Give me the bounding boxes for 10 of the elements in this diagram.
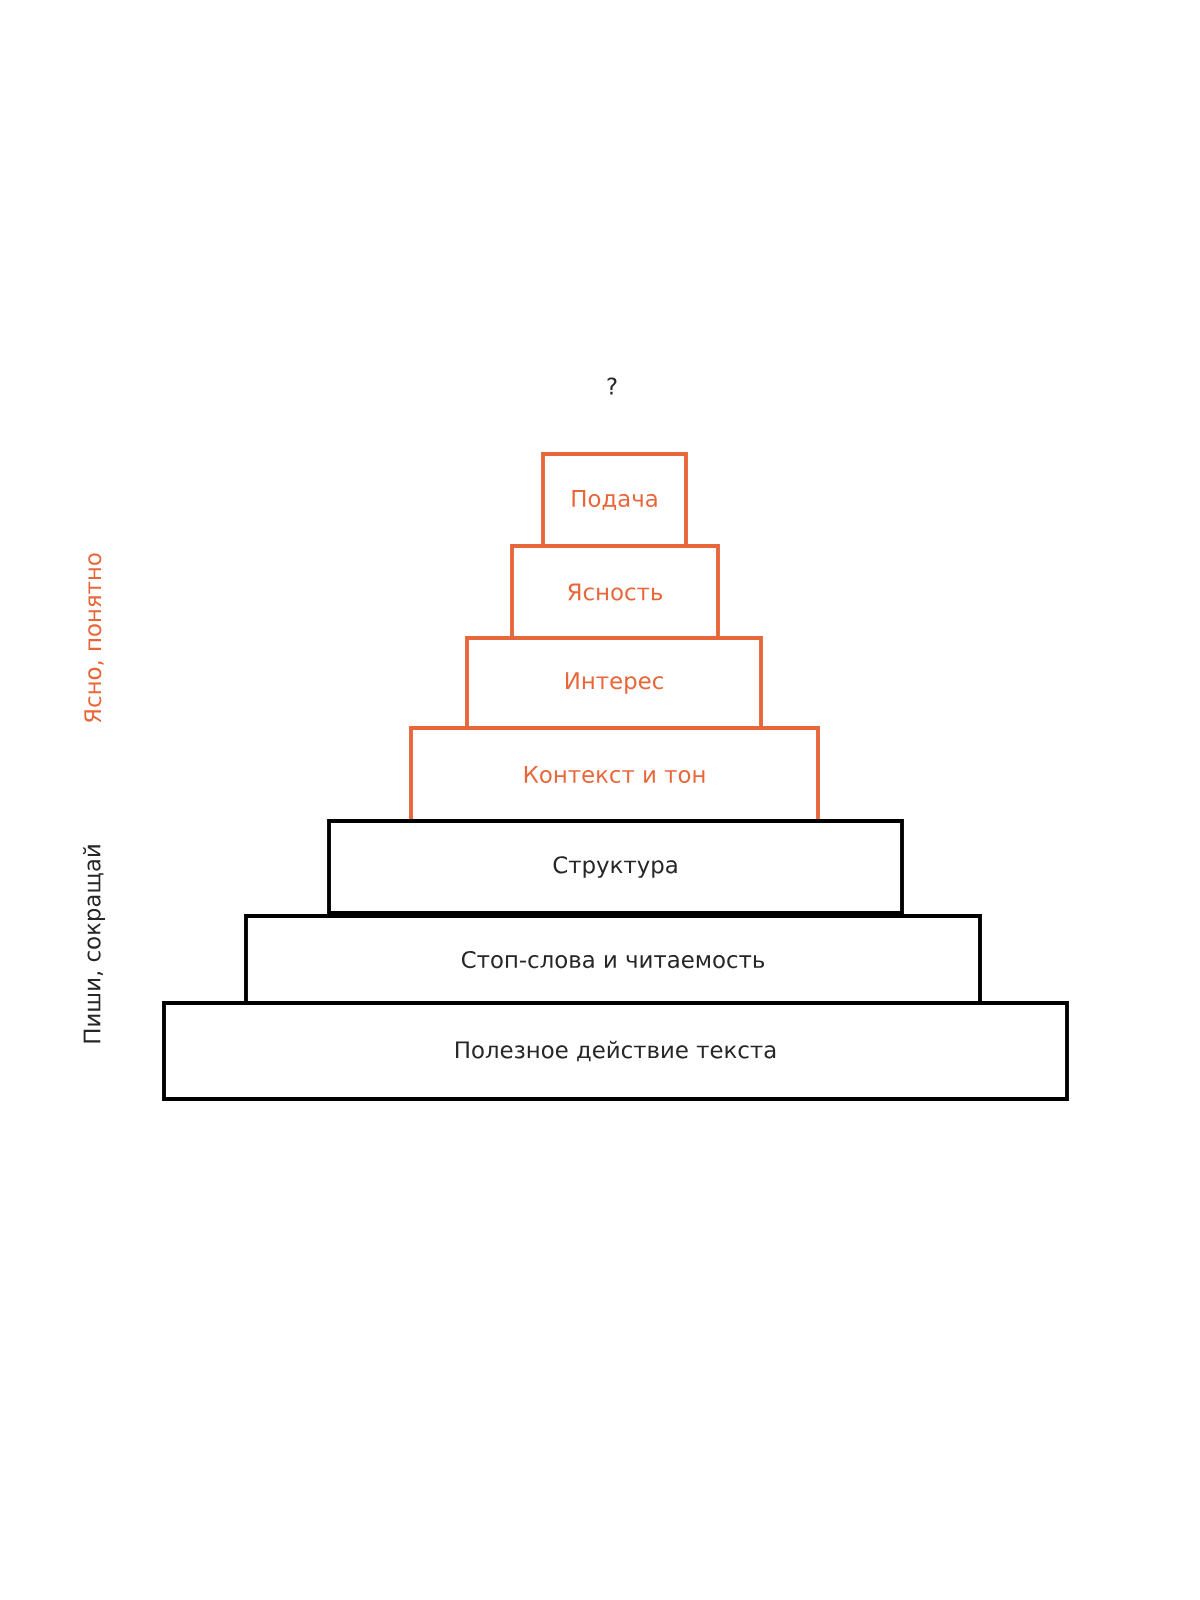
- side-label: Пиши, сокращай: [82, 845, 106, 1043]
- pyramid-step: Подача: [541, 452, 688, 548]
- pyramid-step: Структура: [327, 819, 904, 915]
- pyramid-step: Контекст и тон: [409, 726, 820, 823]
- pyramid-step: Полезное действие текста: [162, 1001, 1069, 1101]
- side-label: Ясно, понятно: [84, 553, 104, 723]
- pyramid-step: Ясность: [510, 544, 720, 640]
- question-mark: ?: [607, 377, 617, 395]
- pyramid-step: Стоп-слова и читаемость: [244, 914, 982, 1005]
- pyramid-step: Интерес: [465, 636, 763, 730]
